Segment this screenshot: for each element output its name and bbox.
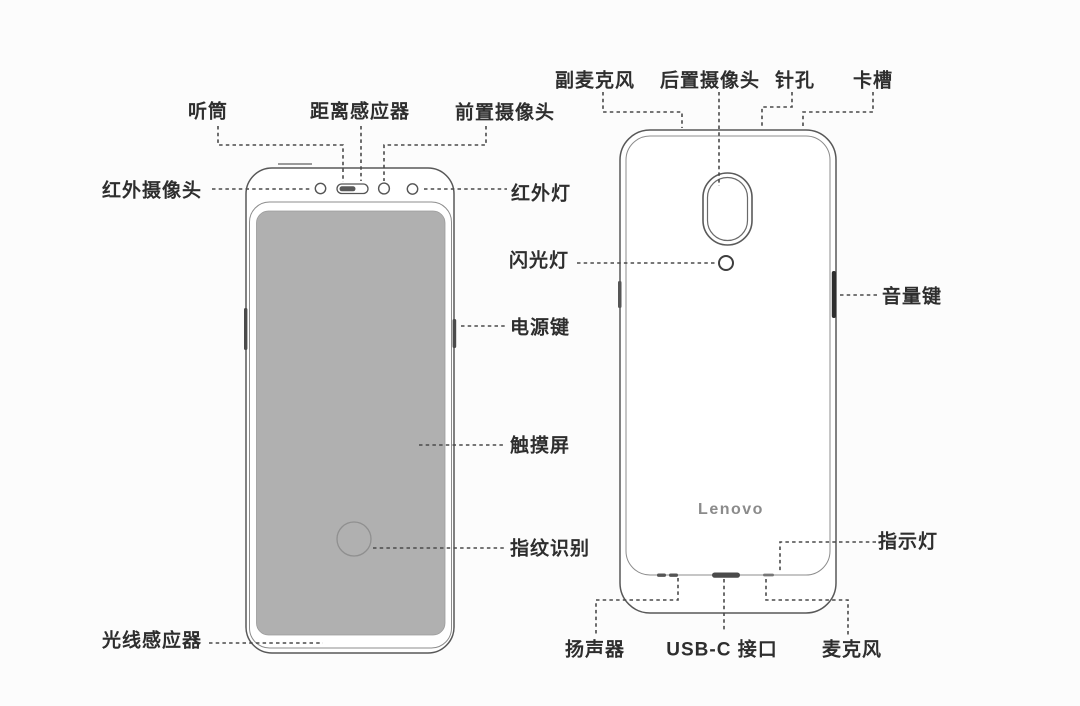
label-rear-camera: 后置摄像头 (659, 70, 761, 92)
flash-hole (718, 255, 734, 271)
label-secondary-microphone: 副麦克风 (554, 70, 636, 92)
label-front-camera: 前置摄像头 (454, 102, 556, 124)
back-left-side-key (618, 281, 622, 308)
front-camera-hole (377, 182, 391, 195)
label-infrared-light: 红外灯 (510, 183, 572, 205)
label-microphone: 麦克风 (821, 639, 883, 661)
leader-lines (209, 92, 877, 644)
speaker-grille-mark (669, 573, 678, 577)
label-pinhole: 针孔 (774, 70, 816, 92)
leader-indicator-light (779, 541, 876, 572)
infrared-camera-hole (314, 182, 327, 195)
usb-c-port-drawing (712, 572, 740, 578)
label-light-sensor: 光线感应器 (101, 630, 203, 652)
infrared-light-hole (406, 183, 419, 195)
back-phone-body (619, 129, 837, 614)
earpiece-grille (339, 186, 356, 192)
leader-earpiece (217, 126, 344, 182)
volume-key-drawing (831, 271, 836, 318)
label-volume-key: 音量键 (881, 286, 943, 308)
indicator-light-mark (763, 573, 774, 577)
leader-microphone (765, 579, 849, 635)
leader-card-slot (802, 92, 874, 128)
label-fingerprint: 指纹识别 (509, 538, 591, 560)
front-left-side-key (244, 308, 248, 350)
back-phone-drawing (618, 129, 837, 614)
label-card-slot: 卡槽 (852, 70, 894, 92)
label-earpiece: 听筒 (187, 101, 229, 123)
leader-secondary-microphone (602, 92, 683, 128)
leader-front-camera (383, 126, 487, 181)
front-phone-drawing (244, 163, 457, 654)
fingerprint-circle (336, 521, 372, 557)
label-indicator-light: 指示灯 (877, 531, 939, 553)
touch-screen-area (256, 210, 446, 636)
power-key-drawing (452, 319, 457, 348)
label-speaker: 扬声器 (564, 639, 626, 661)
leader-pinhole (761, 92, 793, 128)
lenovo-logo: Lenovo (698, 501, 764, 518)
label-proximity-sensor: 距离感应器 (309, 101, 411, 123)
label-usb-c-port: USB-C 接口 (666, 639, 778, 661)
leader-speaker (595, 578, 679, 635)
label-power-key: 电源键 (509, 317, 571, 339)
rear-camera-inner (706, 176, 749, 242)
rear-camera-outer (702, 172, 753, 246)
label-touch-screen: 触摸屏 (509, 435, 571, 457)
speaker-grille-mark (657, 573, 666, 577)
label-flash: 闪光灯 (508, 250, 570, 272)
front-face-outline (249, 201, 452, 649)
label-infrared-camera: 红外摄像头 (101, 180, 203, 202)
